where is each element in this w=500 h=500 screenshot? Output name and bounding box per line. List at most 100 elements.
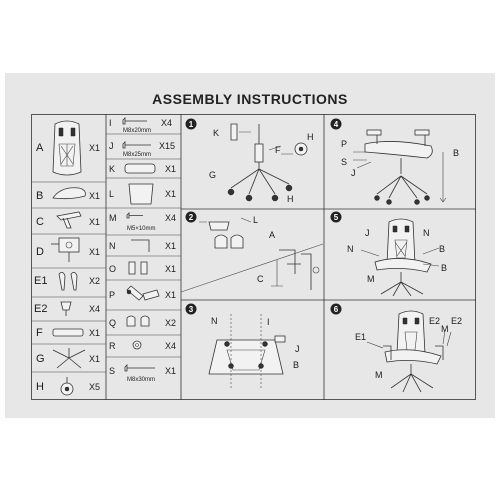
part-m: M X4 M5×10mm (109, 212, 176, 232)
step-4-drawing (353, 129, 447, 205)
step-label: F (275, 145, 281, 155)
step-label: L (253, 215, 258, 225)
mechanism-drawing (51, 237, 80, 262)
base-drawing (52, 348, 86, 369)
step-5-drawing (360, 218, 440, 297)
part-qty: X1 (165, 290, 176, 300)
part-letter: D (36, 246, 44, 258)
part-qty: X1 (165, 264, 176, 274)
part-letter: C (36, 216, 44, 228)
part-spec: M8x30mm (127, 377, 155, 383)
step-6-panel: 6 E1 E2 M E2 M (330, 303, 462, 393)
step-label: E1 (355, 332, 366, 342)
part-letter: K (109, 164, 115, 174)
part-e2: E2 X4 (34, 301, 100, 316)
part-a: A X1 (36, 120, 100, 176)
bolt-drawing (124, 364, 155, 372)
part-j: J X15 M8x25mm (109, 141, 175, 158)
backrest-drawing (52, 120, 82, 176)
part-qty: X1 (89, 143, 100, 153)
step-6-drawing (366, 310, 452, 393)
step-label: H (307, 132, 314, 142)
part-qty: X1 (89, 191, 100, 201)
parts-list-left: A X1 B X1 C (31, 120, 106, 396)
part-p: P X1 (109, 285, 176, 301)
part-qty: X1 (89, 247, 100, 257)
part-qty: X1 (165, 189, 176, 199)
part-qty: X1 (89, 354, 100, 364)
step-label: M (367, 274, 375, 284)
part-qty: X1 (165, 241, 176, 251)
sleeve-drawing (128, 261, 148, 275)
parts-list-right: I X4 M8x20mm J X15 M8x25mm K X1 (106, 117, 181, 383)
part-letter: S (109, 366, 115, 376)
step-label: C (257, 274, 264, 284)
step-label: M (441, 324, 449, 334)
part-letter: L (109, 189, 114, 199)
step-label: A (269, 230, 275, 240)
part-qty: X4 (89, 304, 100, 314)
part-i: I X4 M8x20mm (109, 117, 172, 134)
seat-drawing (52, 187, 86, 200)
part-qty: X4 (161, 118, 172, 128)
part-d: D X1 (36, 237, 100, 262)
part-qty: X5 (89, 382, 100, 392)
handle-drawing (126, 285, 160, 301)
step-3-panel: 3 N I J B (185, 303, 300, 390)
step-label: J (351, 168, 356, 178)
step-number: 5 (334, 213, 339, 222)
bracket-cover-drawing (126, 315, 150, 327)
part-letter: M (109, 213, 117, 223)
step-label: I (267, 317, 270, 327)
part-qty: X15 (159, 141, 175, 151)
step-number: 6 (334, 305, 339, 314)
part-letter: I (109, 118, 112, 128)
bracket-drawing (56, 211, 82, 229)
grid-lines (31, 114, 476, 400)
step-1-panel: 1 K (185, 118, 314, 204)
step-number-badge (330, 303, 342, 315)
part-letter: H (36, 381, 44, 393)
step-label: N (347, 244, 354, 254)
instruction-frame: A X1 B X1 C (31, 114, 476, 400)
part-r: R X4 (109, 340, 176, 351)
step-number-badge (330, 118, 342, 130)
part-letter: E1 (34, 275, 47, 287)
step-3-drawing (208, 314, 286, 390)
gas-lift-drawing (52, 328, 84, 337)
bolt-drawing (122, 117, 147, 125)
allen-key-drawing (131, 239, 150, 252)
step-1-drawing (227, 123, 308, 202)
part-letter: R (109, 341, 116, 351)
part-letter: A (36, 142, 44, 154)
part-letter: F (36, 327, 43, 339)
part-k: K X1 (109, 163, 176, 174)
step-number: 2 (189, 213, 194, 222)
part-spec: M8x20mm (123, 128, 151, 134)
part-h: H X5 (36, 377, 100, 396)
cushion-drawing (128, 183, 154, 205)
step-number: 1 (189, 120, 194, 129)
part-qty: X4 (165, 213, 176, 223)
screw-drawing (60, 301, 72, 316)
armrest-drawing (58, 272, 78, 291)
washer-drawing (132, 340, 142, 350)
bolt-drawing (122, 141, 151, 149)
instruction-sheet: ASSEMBLY INSTRUCTIONS (5, 73, 495, 418)
step-label: E2 (451, 316, 462, 326)
part-e1: E1 X2 (34, 272, 100, 291)
step-label: N (211, 316, 218, 326)
step-label: H (287, 194, 294, 204)
part-l: L X1 (109, 183, 176, 205)
part-f: F X1 (36, 327, 100, 339)
part-letter: J (109, 141, 114, 151)
step-label: B (293, 360, 299, 370)
step-label: M (375, 370, 383, 380)
step-number-badge (185, 303, 197, 315)
caster-drawing (60, 377, 74, 396)
page-title: ASSEMBLY INSTRUCTIONS (152, 91, 348, 107)
step-label: E2 (429, 316, 440, 326)
part-letter: B (36, 190, 43, 202)
step-number-badge (330, 211, 342, 223)
part-b: B X1 (36, 187, 100, 202)
